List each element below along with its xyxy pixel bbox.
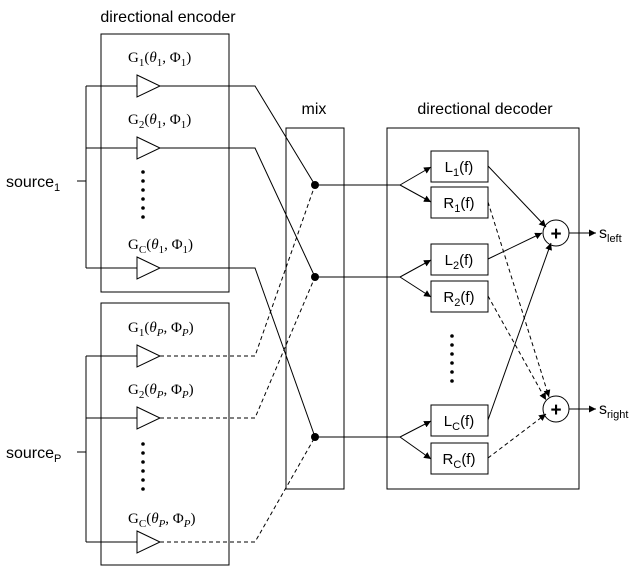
gain-triangle-c-p [136, 530, 162, 554]
wire-gc-p-to-mix-c [160, 436, 316, 543]
sum-junction-left: + [542, 219, 570, 247]
mix-box [285, 127, 345, 490]
ellipsis-encoder-top [141, 170, 145, 219]
arrow-to-rc [399, 436, 432, 460]
output-label-right: sright [599, 401, 628, 421]
wire-r1-to-sum-right [487, 201, 551, 398]
ellipsis-decoder [450, 334, 454, 383]
filter-r1: R1(f) [430, 186, 489, 219]
wire-l1-to-sum-left [487, 165, 547, 228]
wire-lc-to-sum-left [487, 242, 552, 421]
filter-l2: L2(f) [430, 243, 489, 276]
wire-l2-to-sum-left [487, 232, 543, 260]
source-p-label: sourceP [6, 445, 61, 465]
output-label-left: sleft [599, 225, 622, 245]
svg-text:R2(f): R2(f) [443, 289, 474, 309]
gain-label-2-1: G2(θ1, Φ1) [128, 112, 191, 131]
filter-r2: R2(f) [430, 280, 489, 313]
arrow-to-r2 [399, 276, 432, 298]
svg-text:+: + [550, 400, 561, 421]
filter-l1: L1(f) [430, 150, 489, 183]
source-1-bus [77, 85, 137, 269]
arrow-to-r1 [399, 184, 432, 203]
gain-triangle-2-p [136, 406, 162, 430]
svg-text:+: + [550, 224, 561, 245]
gain-label-1-1: G1(θ1, Φ1) [128, 50, 191, 69]
mix-title: mix [302, 101, 327, 118]
source-p-bus [77, 355, 137, 543]
wire-g1-p-to-mix-1 [160, 184, 316, 357]
svg-text:L1(f): L1(f) [445, 159, 474, 179]
gain-triangle-1-1 [136, 74, 162, 98]
gain-triangle-2-1 [136, 136, 162, 160]
source-1-label: source1 [6, 174, 60, 194]
gain-label-1-p: G1(θP, ΦP) [128, 320, 194, 339]
ellipsis-encoder-bottom [141, 442, 145, 491]
wire-g2-1-to-mix-2 [160, 147, 316, 278]
wire-g2-p-to-mix-2 [160, 276, 316, 419]
gain-label-2-p: G2(θP, ΦP) [128, 382, 194, 401]
filter-rc: RC(f) [430, 442, 489, 475]
wire-rc-to-sum-right [487, 413, 547, 459]
arrow-to-l2 [399, 259, 432, 278]
gain-label-c-p: GC(θP, ΦP) [128, 511, 196, 530]
svg-text:L2(f): L2(f) [445, 252, 474, 272]
wire-g1-1-to-mix-1 [160, 85, 316, 186]
sum-junction-right: + [542, 395, 570, 423]
wire-r2-to-sum-right [487, 295, 547, 401]
svg-text:R1(f): R1(f) [443, 195, 474, 215]
decoder-title: directional decoder [417, 101, 553, 118]
gain-triangle-c-1 [136, 256, 162, 280]
encoder-box-source-1 [100, 33, 230, 293]
svg-text:RC(f): RC(f) [443, 451, 476, 471]
arrow-to-l1 [399, 166, 432, 186]
encoder-title: directional encoder [100, 9, 236, 26]
gain-label-c-1: GC(θ1, Φ1) [128, 237, 193, 256]
encoder-box-source-p [100, 302, 230, 566]
gain-triangle-1-p [136, 344, 162, 368]
decoder-box [386, 127, 580, 490]
wire-gc-1-to-mix-c [160, 267, 316, 438]
svg-text:LC(f): LC(f) [444, 413, 474, 433]
arrow-to-lc [399, 420, 432, 438]
filter-lc: LC(f) [430, 404, 489, 437]
